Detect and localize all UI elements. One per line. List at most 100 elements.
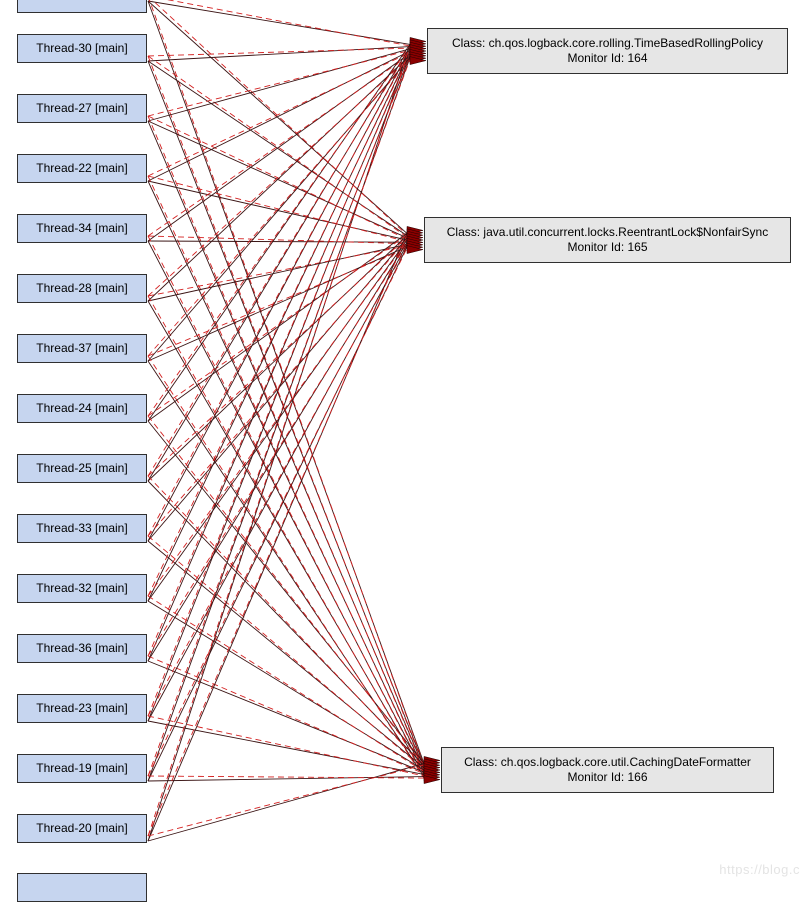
solid-edge	[147, 48, 411, 542]
thread-label: Thread-36 [main]	[36, 641, 128, 655]
dashed-edge	[166, 0, 411, 47]
arrowhead	[406, 245, 424, 254]
dashed-edge	[147, 243, 408, 657]
solid-edge	[147, 660, 425, 773]
dashed-edge	[147, 58, 411, 777]
dashed-edge	[151, 0, 408, 236]
thread-label: Thread-32 [main]	[36, 581, 128, 595]
thread-label: Thread-27 [main]	[36, 101, 128, 115]
solid-edge	[147, 180, 425, 771]
dashed-edge	[147, 45, 411, 417]
monitor-class-label: Class: java.util.concurrent.locks.Reentr…	[446, 225, 769, 239]
monitor-node-164[interactable]: Class: ch.qos.logback.core.rolling.TimeB…	[427, 28, 788, 74]
dashed-edge	[147, 54, 411, 237]
dashed-edge	[147, 239, 408, 537]
thread-label: Thread-30 [main]	[36, 41, 128, 55]
dashed-edge	[147, 655, 425, 775]
thread-node[interactable]: Thread-34 [main]	[17, 214, 147, 243]
solid-edge	[147, 241, 408, 662]
thread-label: Thread-24 [main]	[36, 401, 128, 415]
solid-edge	[147, 46, 411, 482]
thread-label: Thread-23 [main]	[36, 701, 128, 715]
dashed-edge	[147, 234, 408, 837]
dashed-edge	[147, 234, 408, 417]
thread-node[interactable]: Thread-23 [main]	[17, 694, 147, 723]
thread-label: Thread-19 [main]	[36, 761, 128, 775]
dashed-edge	[147, 535, 425, 770]
watermark: https://blog.c	[719, 862, 800, 877]
solid-edge	[147, 48, 411, 122]
thread-label: Thread-25 [main]	[36, 461, 128, 475]
dashed-edge	[147, 295, 425, 777]
solid-edge	[147, 0, 411, 45]
dashed-edge	[147, 595, 425, 772]
dashed-edge	[147, 55, 425, 768]
dashed-edge	[147, 175, 408, 242]
arrowhead	[409, 56, 427, 65]
thread-node[interactable]: Thread-33 [main]	[17, 514, 147, 543]
thread-node[interactable]: Thread-20 [main]	[17, 814, 147, 843]
monitor-id-label: Monitor Id: 164	[567, 51, 648, 65]
thread-label: Thread-22 [main]	[36, 161, 128, 175]
thread-node[interactable]: Thread-28 [main]	[17, 274, 147, 303]
solid-edge	[147, 762, 425, 842]
dashed-edge	[147, 247, 408, 357]
dashed-edge	[147, 47, 411, 477]
thread-node[interactable]: Thread-36 [main]	[17, 634, 147, 663]
dashed-edge	[147, 56, 411, 297]
thread-label: Thread-37 [main]	[36, 341, 128, 355]
monitor-id-label: Monitor Id: 166	[567, 770, 648, 784]
dashed-edge	[147, 764, 425, 837]
dashed-edge	[147, 236, 408, 477]
solid-edge	[147, 243, 408, 302]
dashed-edge	[147, 47, 411, 57]
monitor-class-label: Class: ch.qos.logback.core.util.CachingD…	[464, 755, 751, 769]
dashed-edge	[147, 475, 425, 768]
solid-edge	[147, 720, 425, 775]
thread-node[interactable]: Thread-19 [main]	[17, 754, 147, 783]
monitor-node-165[interactable]: Class: java.util.concurrent.locks.Reentr…	[424, 217, 791, 263]
dashed-edge	[147, 49, 411, 117]
dashed-edge	[147, 245, 408, 297]
dashed-edge	[147, 50, 411, 537]
solid-edge	[147, 46, 411, 62]
dashed-edge	[147, 235, 408, 245]
thread-node[interactable]: Thread-22 [main]	[17, 154, 147, 183]
dashed-edge	[147, 241, 408, 597]
solid-edge	[147, 239, 408, 602]
dashed-edge	[147, 415, 425, 766]
thread-node-partial-bottom[interactable]	[17, 873, 147, 902]
thread-node-partial-top[interactable]	[17, 0, 147, 13]
solid-edge	[147, 53, 411, 662]
thread-node[interactable]: Thread-25 [main]	[17, 454, 147, 483]
dashed-edge	[147, 235, 425, 774]
dashed-edge	[147, 56, 411, 717]
thread-node[interactable]: Thread-30 [main]	[17, 34, 147, 63]
solid-edge	[147, 57, 411, 782]
monitor-id-label: Monitor Id: 165	[567, 240, 648, 254]
thread-node[interactable]: Thread-24 [main]	[17, 394, 147, 423]
dashed-edge	[147, 355, 425, 779]
thread-node[interactable]: Thread-27 [main]	[17, 94, 147, 123]
thread-label: Thread-33 [main]	[36, 521, 128, 535]
dashed-edge	[147, 52, 411, 177]
solid-edge	[147, 776, 425, 782]
thread-label: Thread-20 [main]	[36, 821, 128, 835]
dashed-edge	[148, 0, 425, 766]
thread-node[interactable]: Thread-37 [main]	[17, 334, 147, 363]
dashed-edge	[147, 52, 411, 597]
solid-edge	[147, 244, 408, 722]
monitor-node-166[interactable]: Class: ch.qos.logback.core.util.CachingD…	[441, 747, 774, 793]
monitor-class-label: Class: ch.qos.logback.core.rolling.TimeB…	[451, 36, 764, 50]
solid-edge	[147, 540, 425, 769]
solid-edge	[147, 44, 411, 842]
thread-node[interactable]: Thread-32 [main]	[17, 574, 147, 603]
dashed-edge	[147, 175, 425, 772]
solid-edge	[147, 240, 408, 243]
dashed-edge	[147, 715, 425, 777]
solid-edge	[147, 50, 411, 182]
dashed-edge	[147, 45, 411, 837]
solid-edge	[147, 60, 425, 766]
dashed-edge	[147, 775, 425, 779]
dashed-edge	[147, 115, 425, 770]
